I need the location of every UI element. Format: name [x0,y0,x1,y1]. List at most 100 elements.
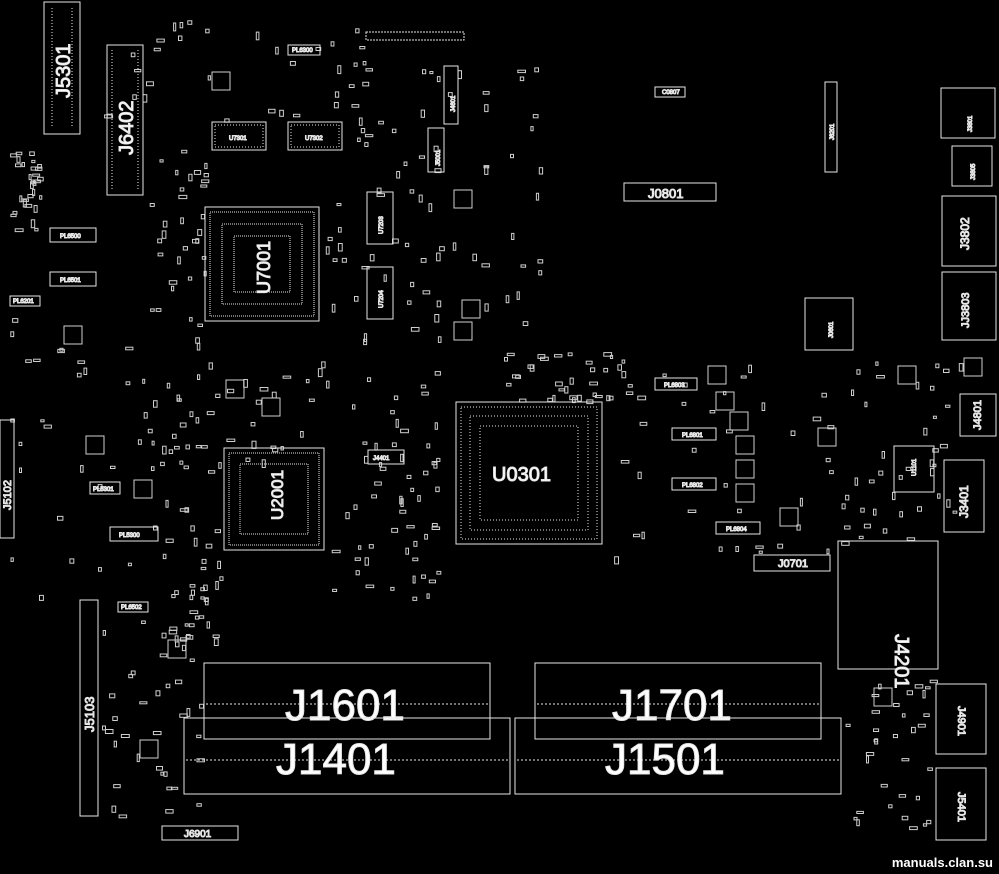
smd-component [917,506,922,512]
label-j6901: J6901 [184,829,212,840]
smd-component [361,266,370,270]
ic-package [139,739,159,759]
smd-component [251,440,257,449]
smd-component [452,242,457,251]
smd-component [208,362,213,370]
smd-component [617,364,623,371]
smd-component [275,46,279,55]
smd-component [31,159,36,164]
connector-jj3803: JJ3803 [941,271,997,341]
smd-component [163,771,168,777]
smd-component [125,346,134,351]
smd-component [189,594,194,601]
part-j0601: J0601 [804,297,854,351]
smd-component [204,162,208,170]
smd-component [184,623,189,627]
smd-component [357,137,361,143]
label-j5401: J5401 [955,792,967,822]
connector-j3801: J3801 [940,87,996,139]
smd-component [358,545,362,550]
label-c0807: C0807 [662,90,680,96]
smd-component [165,809,174,814]
smd-component [484,166,489,175]
inductor-pl6501: PL6501 [49,271,97,287]
smd-component [206,621,211,629]
ic-package [461,299,481,319]
smd-component [305,379,310,384]
smd-component [914,684,924,689]
smd-component [866,755,869,764]
smd-component [113,784,121,789]
smd-component [457,70,463,80]
connector-j6901: J6901 [161,825,239,841]
smd-component [845,494,850,501]
smd-component [173,22,177,32]
connector-j4201: J4201 [837,540,939,689]
smd-component [338,227,342,233]
smd-component [515,374,522,379]
label-j4401: J4401 [373,456,390,462]
smd-component [433,145,439,153]
smd-component [856,369,861,375]
smd-component [201,558,207,564]
smd-component [255,399,262,405]
smd-component [876,375,885,379]
smd-component [175,169,179,176]
label-j3805: J3805 [971,163,977,180]
smd-component [279,109,284,117]
smd-component [412,596,418,601]
smd-component [376,193,385,197]
inductor-pl6804: PL6804 [715,521,761,535]
smd-component [796,524,801,531]
smd-component [179,713,188,718]
smd-component [404,242,410,248]
connector-j0801: J0801 [623,182,717,202]
connector-j5301: J5301 [43,1,81,135]
smd-component [355,570,360,576]
label-j0701: J0701 [778,558,808,570]
label-j3802: J3802 [958,217,972,250]
smd-component [186,708,191,717]
smd-component [112,716,118,722]
smd-component [393,395,399,401]
smd-component [132,94,137,100]
smd-component [156,766,163,771]
smd-component [193,170,202,175]
smd-component [360,128,366,134]
smd-component [161,230,167,239]
smd-component [410,281,415,288]
smd-component [200,566,207,571]
label-u7301: U7301 [229,136,247,142]
smd-component [484,104,489,113]
label-u7204: U7204 [379,290,385,308]
smd-component [255,31,260,41]
label-u0301: U0301 [492,464,551,486]
smd-component [197,323,203,328]
smd-component [330,41,335,47]
smd-component [227,388,235,394]
smd-component [200,214,206,220]
part-pl6300: PL6300 [287,44,321,56]
smd-component [505,295,510,304]
smd-component [142,94,148,103]
smd-component [205,28,210,34]
smd-component [841,503,846,510]
smd-component [537,259,544,264]
smd-component [179,187,185,192]
label-pl6502: PL6502 [121,605,142,611]
smd-component [395,418,399,428]
smd-component [217,560,221,569]
inductor-pl6500: PL6500 [49,227,97,243]
smd-component [374,442,378,451]
smd-component [331,549,341,554]
smd-component [10,153,18,158]
smd-component [345,512,350,520]
smd-component [532,114,539,119]
smd-component [77,360,86,364]
smd-component [159,653,168,658]
smd-component [111,805,117,813]
smd-component [196,342,201,351]
smd-component [434,371,441,376]
smd-component [946,499,951,508]
smd-component [564,386,569,394]
